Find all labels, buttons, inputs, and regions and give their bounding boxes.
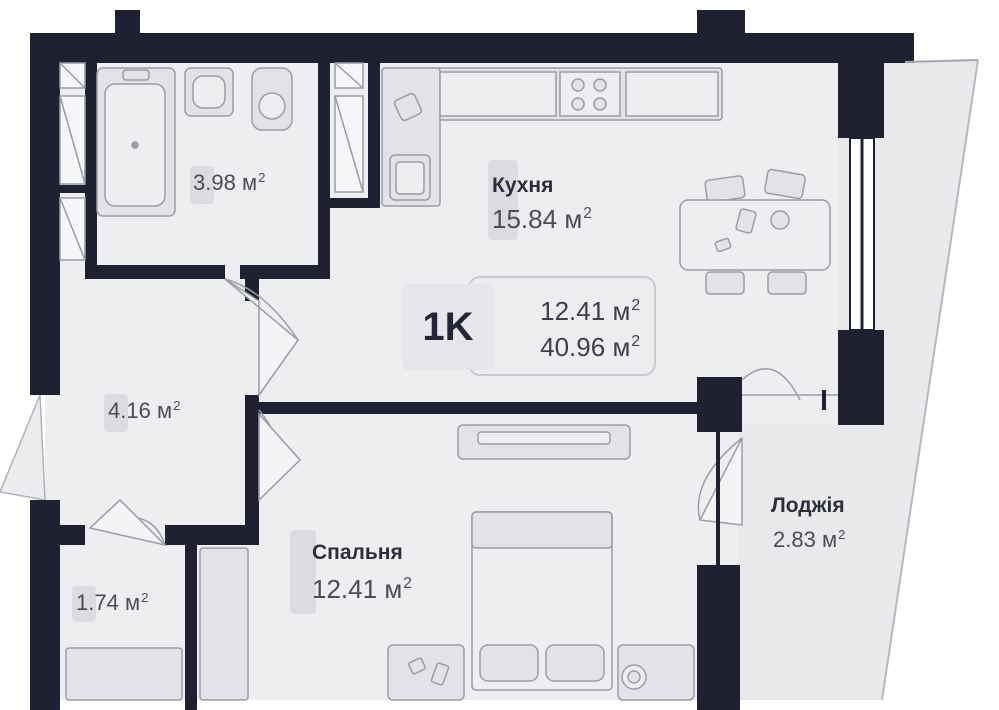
loggia-area-value: 2.83 [773,527,816,552]
bedroom-area-tag [290,530,316,614]
total-area-value: 40.96 [540,332,606,362]
wall-left-upper [30,33,60,395]
wall-shaft-left [60,185,85,193]
closet-door-leaf [88,498,168,547]
kitchen-area-value: 15.84 [492,204,558,234]
wall-top-stub-left [115,10,140,40]
dining-table [679,199,831,271]
bathroom-area-value: 3.98 [193,170,236,195]
hall-door-leaf [224,278,300,398]
loggia-area: 2.83 м2 [773,526,846,552]
walls [30,10,914,710]
vent-shafts [59,62,364,261]
bathroom-fixtures [96,67,293,217]
kitchen-area: 15.84 м2 [492,204,592,235]
bedroom-area: 12.41 м2 [312,574,412,604]
wall-bath-left [85,63,97,273]
wall-top [30,33,914,63]
nightstand-left [387,644,465,701]
summary-total-area: 40.96 м2 [540,332,640,362]
kitchen-window [849,137,875,331]
loggia-name: Лоджія [771,494,845,517]
wall-bedroom-kitchen [245,402,700,414]
wall-top-stub-right [697,10,745,40]
wall-niche-bottom [330,198,380,208]
bedroom-door-leaf [258,412,302,502]
wall-column-center [697,377,742,432]
summary-living-area: 12.41 м2 [540,296,640,326]
kitchen-area-tag [488,160,518,240]
wall-right-column-top [838,63,884,138]
bathroom-area-unit: м2 [241,169,266,195]
kitchen-area-unit: м2 [564,204,592,234]
closet-area-value: 1.74 [76,590,119,615]
wall-closet-top [60,525,85,545]
closet-area-tag [72,586,96,622]
hallway-door-swing [0,394,46,501]
bathroom-area-tag [190,166,214,204]
dining-set [679,168,831,295]
loggia-door-leaf [698,437,743,526]
wall-bath-bottom-right [240,265,330,279]
door-frames [716,390,826,565]
wall-left-lower [30,500,60,710]
living-area-value: 12.41 [540,296,606,326]
wall-bath-bottom [85,265,225,279]
bed [387,511,695,701]
apartment-type-badge: 1K [402,284,494,370]
bedroom-name: Спальня [312,541,403,564]
bathroom-area: 3.98 м2 [193,170,265,196]
bedroom-area-value: 12.41 [312,574,378,604]
tv-stand [457,424,631,460]
closet-area: 1.74 м2 [76,589,149,615]
wall-closet-top-right [165,525,255,545]
wall-kitchen-niche [368,63,380,203]
loggia-outline [881,59,979,701]
wall-bath-right [318,63,330,273]
wall-right-column-mid [838,330,884,425]
hallway-area-tag [104,394,128,432]
kitchen-name: Кухня [492,174,554,197]
hallway-area-value: 4.16 [108,398,151,423]
wall-closet-right [185,525,197,710]
wardrobe [65,547,249,701]
apartment-summary: 12.41 м2 40.96 м2 [468,276,656,376]
wall-loggia-lower [697,565,740,710]
wall-hall-right-lower [245,395,259,545]
loggia-window-edge [904,59,979,63]
hallway-area: 4.16 м2 [108,397,181,423]
kitchen-fixtures [381,67,723,207]
